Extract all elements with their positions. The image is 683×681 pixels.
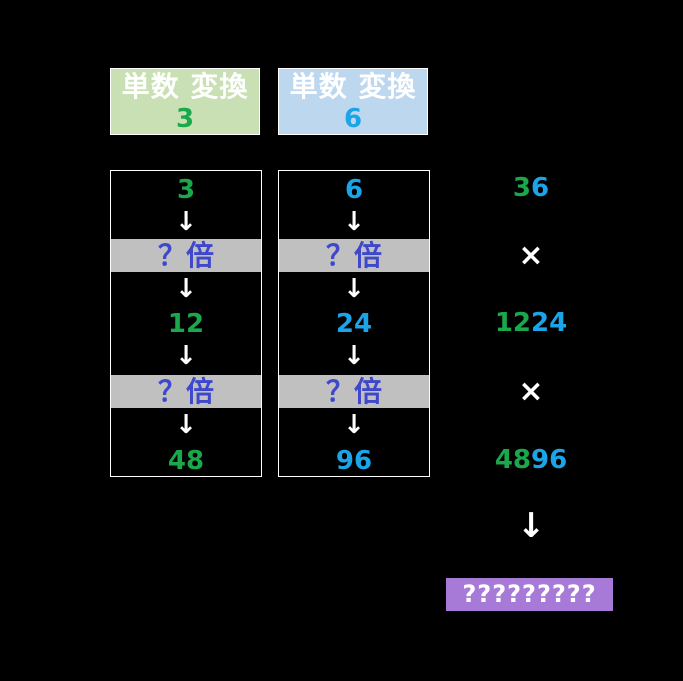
multiplier-box: ？倍 (111, 239, 261, 272)
down-arrow: ↓ (343, 410, 365, 440)
header-title: 単数 変換 (121, 70, 249, 103)
column-number: 48 (167, 446, 205, 476)
combined-part: 48 (494, 445, 531, 475)
down-arrow: ↓ (175, 410, 197, 440)
column-number: 12 (167, 309, 205, 339)
header-box-right: 単数 変換 6 (278, 68, 428, 135)
header-title: 単数 変換 (289, 70, 417, 103)
column-right: 6 ↓ ？倍 ↓ 24 ↓ ？倍 ↓ 96 (278, 170, 430, 477)
header-value: 6 (343, 104, 363, 134)
down-arrow: ↓ (175, 207, 197, 237)
multiply-sign: × (518, 238, 544, 273)
result-box: ????????? (446, 578, 613, 611)
down-arrow: ↓ (343, 341, 365, 371)
down-arrow: ↓ (343, 207, 365, 237)
combined-row-3: 4896 (441, 442, 621, 478)
combined-part: 12 (494, 308, 531, 338)
header-value: 3 (175, 104, 195, 134)
column-number: 96 (335, 446, 373, 476)
combined-part: 3 (512, 173, 531, 203)
multiplier-box: ？倍 (111, 375, 261, 408)
column-number: 3 (176, 175, 196, 205)
multiply-sign: × (518, 374, 544, 409)
column-number: 6 (344, 175, 364, 205)
multiplier-box: ？倍 (279, 375, 429, 408)
column-number: 24 (335, 309, 373, 339)
column-left: 3 ↓ ？倍 ↓ 12 ↓ ？倍 ↓ 48 (110, 170, 262, 477)
combined-part: 6 (531, 173, 550, 203)
down-arrow: ↓ (175, 274, 197, 304)
down-arrow: ↓ (175, 341, 197, 371)
combined-row-1: 36 (441, 170, 621, 206)
down-arrow: ↓ (343, 274, 365, 304)
combined-row-2: 1224 (441, 305, 621, 341)
multiplier-box: ？倍 (279, 239, 429, 272)
combined-part: 96 (531, 445, 568, 475)
combined-part: 24 (531, 308, 568, 338)
header-box-left: 単数 変換 3 (110, 68, 260, 135)
down-arrow: ↓ (516, 506, 546, 546)
